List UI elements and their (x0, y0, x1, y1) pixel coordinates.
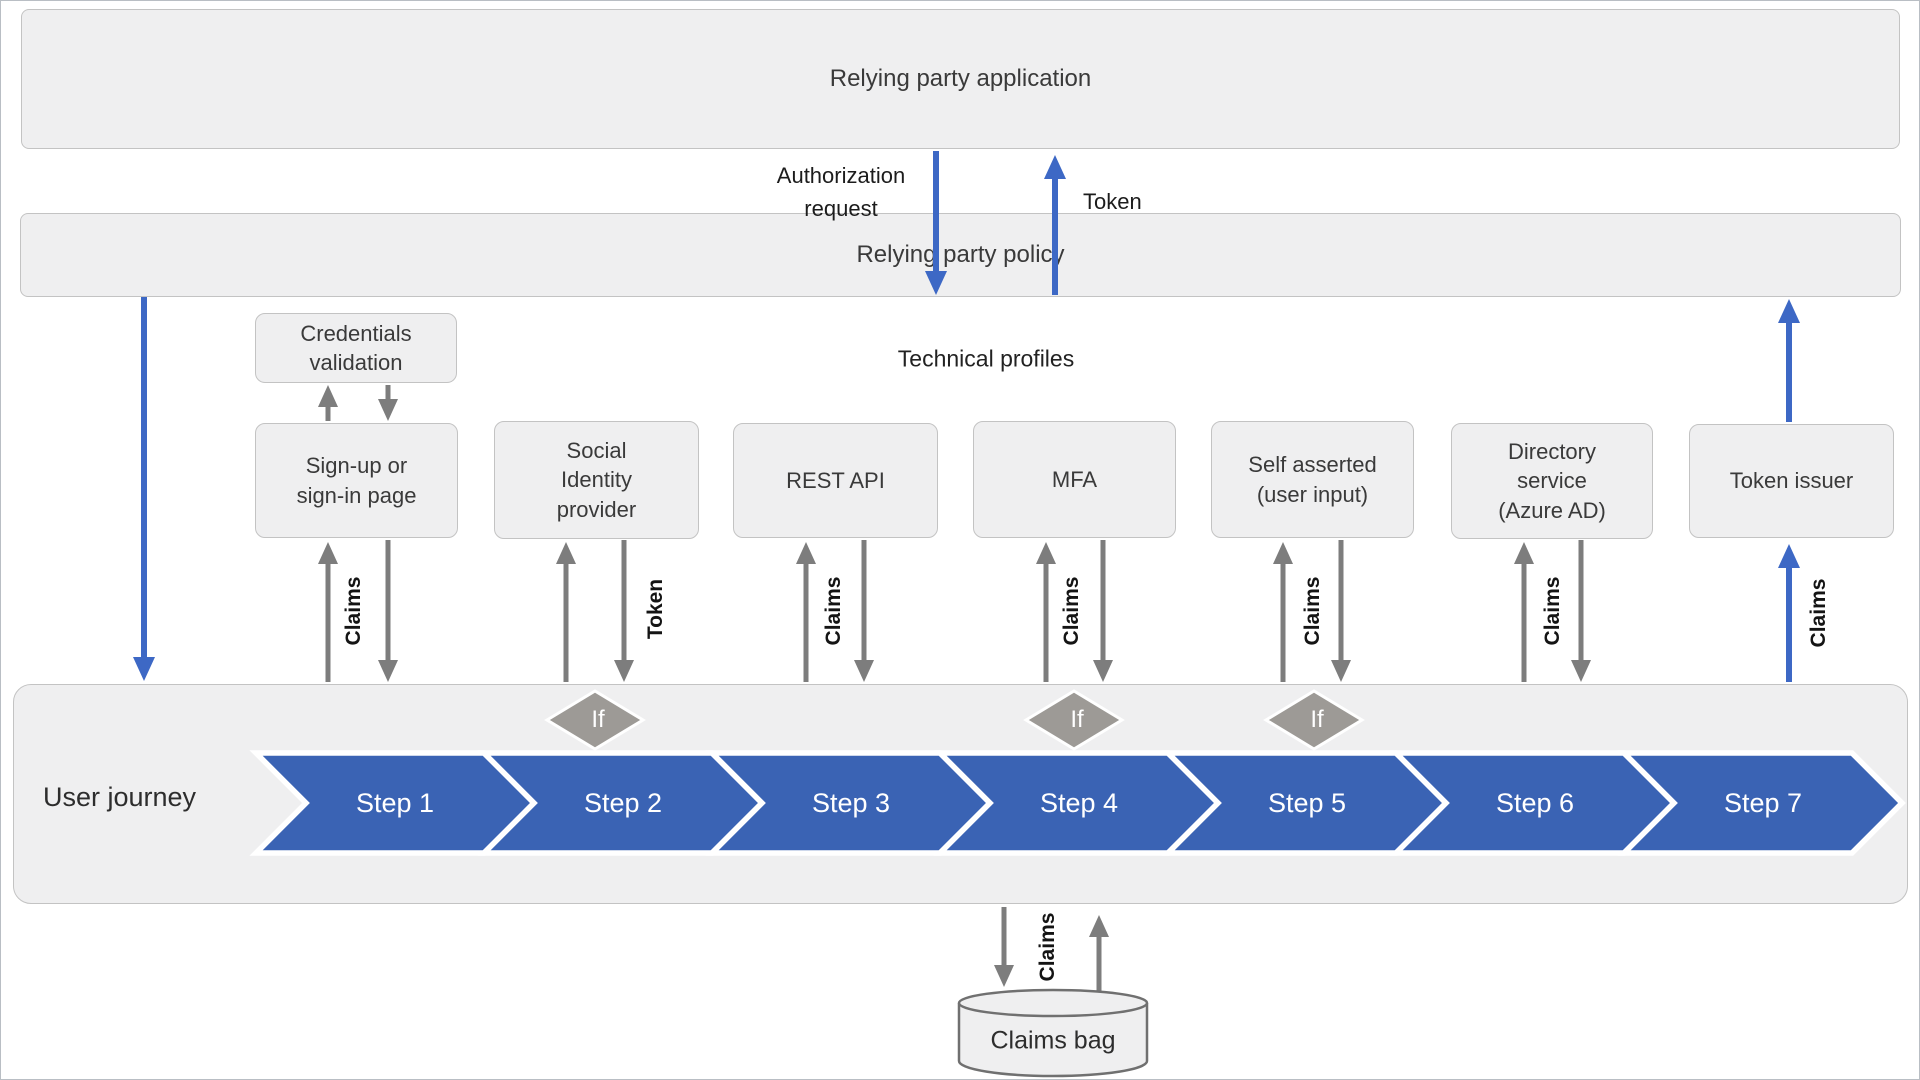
signup-signin-label: Sign-up or sign-in page (296, 453, 417, 508)
claims-label-bag: Claims (1036, 912, 1059, 982)
token-to-app-label: Token (1083, 189, 1142, 214)
self-asserted-label: Self asserted (user input) (1248, 452, 1377, 507)
step-6-label: Step 6 (1495, 787, 1575, 818)
rest-api-label: REST API (786, 467, 885, 493)
user-journey-label: User journey (43, 781, 197, 812)
directory-service-label: Directory service (Azure AD) (1498, 439, 1606, 523)
claims-label-selfasserted: Claims (1301, 576, 1324, 646)
token-issuer-label: Token issuer (1729, 468, 1854, 494)
token-label-social: Token (644, 578, 667, 640)
claims-label-token-issuer: Claims (1807, 578, 1830, 648)
step-7-label: Step 7 (1723, 787, 1803, 818)
authorization-request-label: Authorization request (776, 163, 906, 221)
step-5-label: Step 5 (1267, 787, 1347, 818)
signup-signin-box: Sign-up or sign-in page (255, 423, 458, 538)
technical-profiles-title: Technical profiles (897, 345, 1075, 372)
step-1-label: Step 1 (355, 787, 435, 818)
mfa-label: MFA (1051, 466, 1098, 492)
relying-party-policy-box: Relying party policy (20, 213, 1901, 297)
token-issuer-box: Token issuer (1689, 424, 1894, 538)
step-4-label: Step 4 (1039, 787, 1119, 818)
claims-label-mfa: Claims (1060, 576, 1083, 646)
claims-bag-label: Claims bag (990, 1026, 1116, 1055)
credentials-validation-label: Credentials validation (300, 320, 412, 375)
relying-party-application-box: Relying party application (21, 9, 1900, 149)
social-identity-provider-label: Social Identity provider (556, 438, 637, 522)
directory-service-box: Directory service (Azure AD) (1451, 423, 1653, 539)
claims-label-restapi: Claims (822, 576, 845, 646)
relying-party-application-label: Relying party application (829, 65, 1092, 93)
relying-party-policy-label: Relying party policy (856, 241, 1065, 269)
claims-label-signup: Claims (342, 576, 365, 646)
if-label-step4: If (1070, 706, 1084, 733)
rest-api-box: REST API (733, 423, 938, 538)
self-asserted-box: Self asserted (user input) (1211, 421, 1414, 538)
claims-label-directory: Claims (1541, 576, 1564, 646)
step-2-label: Step 2 (583, 787, 663, 818)
credentials-validation-box: Credentials validation (255, 313, 457, 383)
if-label-step2: If (591, 706, 605, 733)
mfa-box: MFA (973, 421, 1176, 538)
social-identity-provider-box: Social Identity provider (494, 421, 699, 539)
if-label-step5: If (1310, 706, 1324, 733)
step-3-label: Step 3 (811, 787, 891, 818)
